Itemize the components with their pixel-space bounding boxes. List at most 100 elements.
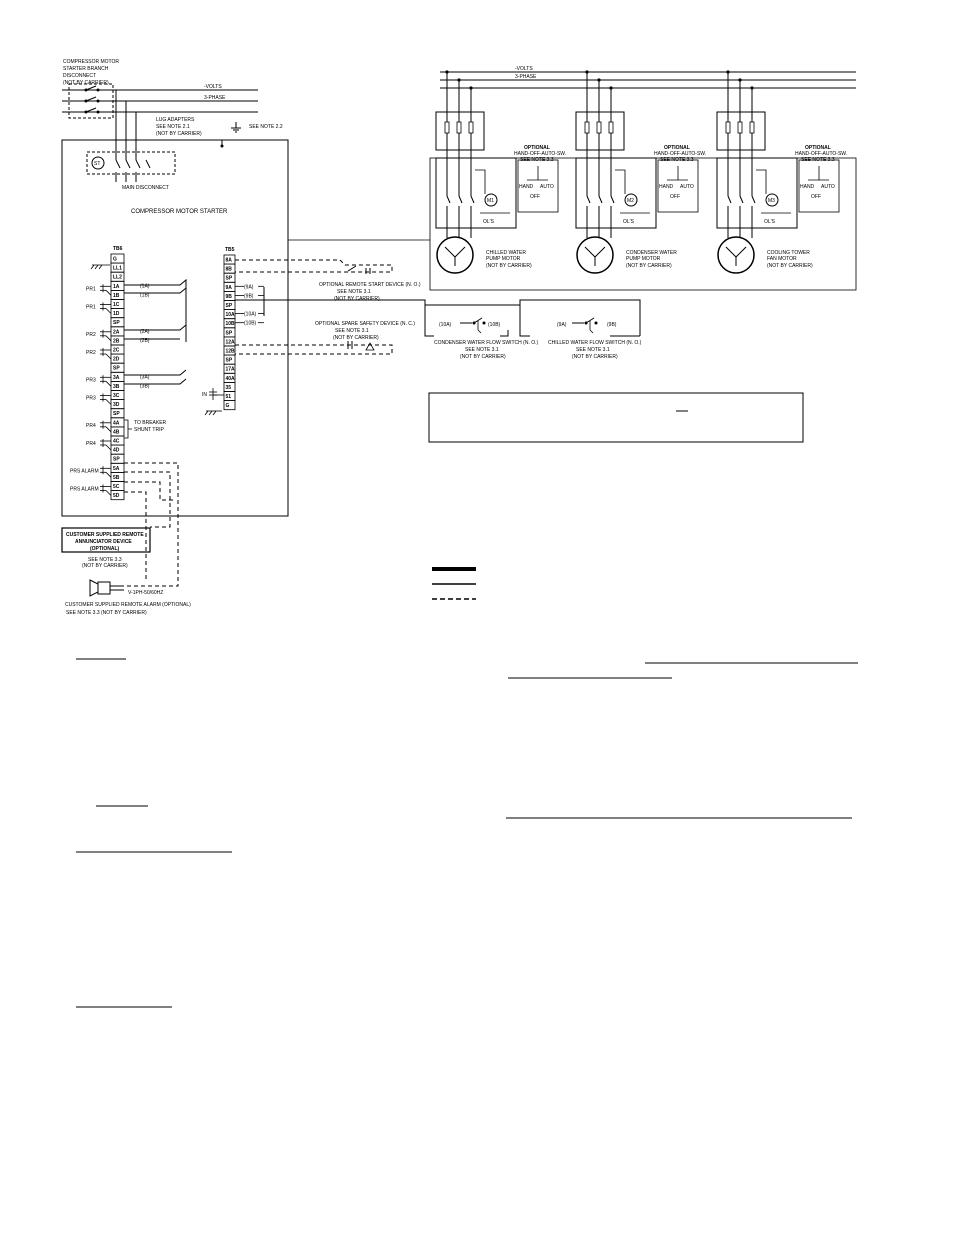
ground-icon [231,122,241,133]
tb6-terminal-label: 2D [113,357,120,363]
relay-label: PR1 [86,286,96,292]
tb5-terminal-strip: TB5 8A8BSP9A9BSP10A10BSP12A12BSP17A40A35… [202,247,264,416]
left-phase-label: 3-PHASE [204,95,226,101]
tb6-wire-label: (2B) [140,338,150,344]
tb6-terminal-label: SP [113,411,120,417]
chw-flow-label-2: SEE NOTE 3.1 [576,347,610,353]
tb6-terminal-strip: TB6 GLL1LL21A1B1C1DSP2A2B2C2DSP3A3B3C3DS… [70,246,167,501]
annunciator-label-2: ANNUNCIATOR DEVICE [75,539,132,545]
tb6-terminal-label: 5B [113,475,120,481]
tb6-terminal-label: 2B [113,338,120,344]
tb6-terminal-label: G [113,257,117,263]
tb6-terminal-label: 4B [113,429,120,435]
cw-flow-wire-b: (10B) [488,322,501,328]
condenser-water-flow-switch: (10A) (10B) CONDENSER WATER FLOW SWITCH … [434,317,538,360]
pump-name-1: CONDENSER WATER [626,250,677,256]
motor-coil-icon [765,193,779,207]
st-coil-icon [91,156,105,170]
cw-flow-wire-a: (10A) [439,322,452,328]
tb5-wire-label: (10A) [244,312,257,318]
tb6-terminal-label: SP [113,320,120,326]
hoa-switch-box [657,159,699,213]
remote-start-label-3: (NOT BY CARRIER) [334,296,380,302]
fuse-disconnect-box [435,111,485,151]
shunt-trip-label-2: SHUNT TRIP [134,427,164,433]
relay-label: PR3 [86,396,96,402]
tb5-label: TB5 [225,247,235,253]
tb5-terminal-label: 10B [226,321,236,327]
hoa-switch-box [517,159,559,213]
tb6-terminal-label: 4A [113,420,120,426]
remote-alarm-cable: V-1PH-50/60HZ [128,590,163,596]
relay-label: PR2 [86,350,96,356]
tb6-terminal-label: 3C [113,393,120,399]
tb6-terminal-label: 1D [113,311,120,317]
tb6-terminal-label: SP [113,366,120,372]
pump-name-3: (NOT BY CARRIER) [486,263,532,269]
relay-label: PR1 [86,305,96,311]
tb6-label: TB6 [113,246,123,252]
pump-name-2: PUMP MOTOR [626,256,661,262]
tb6-terminal-label: 4D [113,448,120,454]
tb6-terminal-label: 4C [113,439,120,445]
st-label: ST [94,161,100,167]
ols-label: OL'S [764,219,776,225]
tb6-terminal-label: 3D [113,402,120,408]
motor-coil-icon [484,193,498,207]
fuse-disconnect-box [575,111,625,151]
hoa-off: OFF [811,194,821,200]
hoa-optional-label: OPTIONAL [524,145,550,151]
pump-motor-icon [436,236,474,274]
pump-name-3: (NOT BY CARRIER) [767,263,813,269]
cw-flow-label-1: CONDENSER WATER FLOW SWITCH (N. O.) [434,340,538,346]
tb5-terminal-label: 10A [226,312,236,318]
starter-title: COMPRESSOR MOTOR STARTER [131,209,228,215]
hoa-off: OFF [670,194,680,200]
hoa-auto: AUTO [540,184,554,190]
pump-starter-box [716,157,798,229]
tb5-terminal-label: 8B [226,267,233,273]
line-type-legend [432,567,476,600]
tb5-terminal-label: SP [226,358,233,364]
relay-label: PR3 [86,377,96,383]
tb6-terminal-label: 1A [113,284,120,290]
hoa-hand: HAND [800,184,815,190]
pump-name-3: (NOT BY CARRIER) [626,263,672,269]
remote-alarm: V-1PH-50/60HZ CUSTOMER SUPPLIED REMOTE A… [65,579,191,616]
tb5-terminal-label: SP [226,303,233,309]
motor-tag: M1 [487,198,494,204]
annunciator-label-1: CUSTOMER SUPPLIED REMOTE [66,532,144,538]
cw-flow-label-3: (NOT BY CARRIER) [460,354,506,360]
tb5-terminal-label: 9A [226,285,233,291]
left-volts-label: -VOLTS [204,84,222,90]
tb6-terminal-label: 1C [113,302,120,308]
motor-coil-icon [624,193,638,207]
hoa-optional-label: OPTIONAL [664,145,690,151]
flow-switch-loop [235,287,641,337]
tb5-terminal-label: 12B [226,349,236,355]
tb6-terminal-label: 2C [113,348,120,354]
tb6-terminal-label: LL1 [113,266,122,272]
tb6-terminal-label: 3B [113,384,120,390]
annunciator-note-2: (NOT BY CARRIER) [82,563,128,569]
hoa-note-label: SEE NOTE 3.3 [660,157,694,163]
annunciator-device: CUSTOMER SUPPLIED REMOTE ANNUNCIATOR DEV… [61,527,151,569]
compressor-branch-disconnect: COMPRESSOR MOTOR STARTER BRANCH DISCONNE… [62,59,283,160]
remote-start-label-2: SEE NOTE 3.1 [337,289,371,295]
pump-name-1: COOLING TOWER [767,250,810,256]
chw-flow-label-3: (NOT BY CARRIER) [572,354,618,360]
tb5-terminal [223,400,236,411]
ols-label: OL'S [623,219,635,225]
relay-label: PRS ALARM [70,487,99,493]
tb5-terminal-label: SP [226,276,233,282]
lug-adapters-label-2: SEE NOTE 2.1 [156,124,190,130]
tb5-ground-icon [204,410,222,416]
motor-tag: M2 [627,198,634,204]
chilled-water-flow-switch: (9A) (9B) CHILLED WATER FLOW SWITCH (N. … [548,317,642,360]
hoa-switch-label: HAND-OFF-AUTO-SW. [514,151,566,157]
tb5-terminal-label: 51 [226,394,232,400]
pump-starter-box [575,157,657,229]
remote-start-device: OPTIONAL REMOTE START DEVICE (N. O.) SEE… [235,259,421,302]
supply-lines-left [62,85,258,160]
